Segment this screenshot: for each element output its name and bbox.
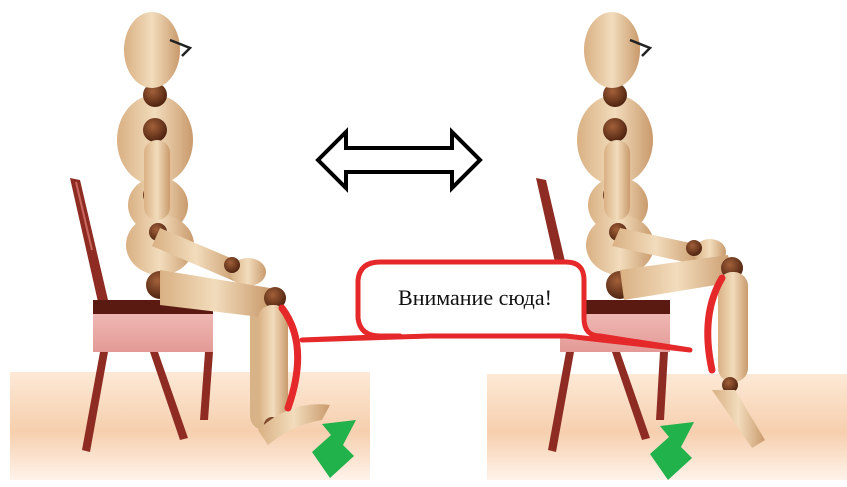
callout-text: Внимание сюда! <box>370 280 580 316</box>
left-scene <box>10 12 370 480</box>
swap-arrow-icon <box>318 132 480 188</box>
right-scene <box>487 12 847 480</box>
left-floor <box>10 372 370 480</box>
